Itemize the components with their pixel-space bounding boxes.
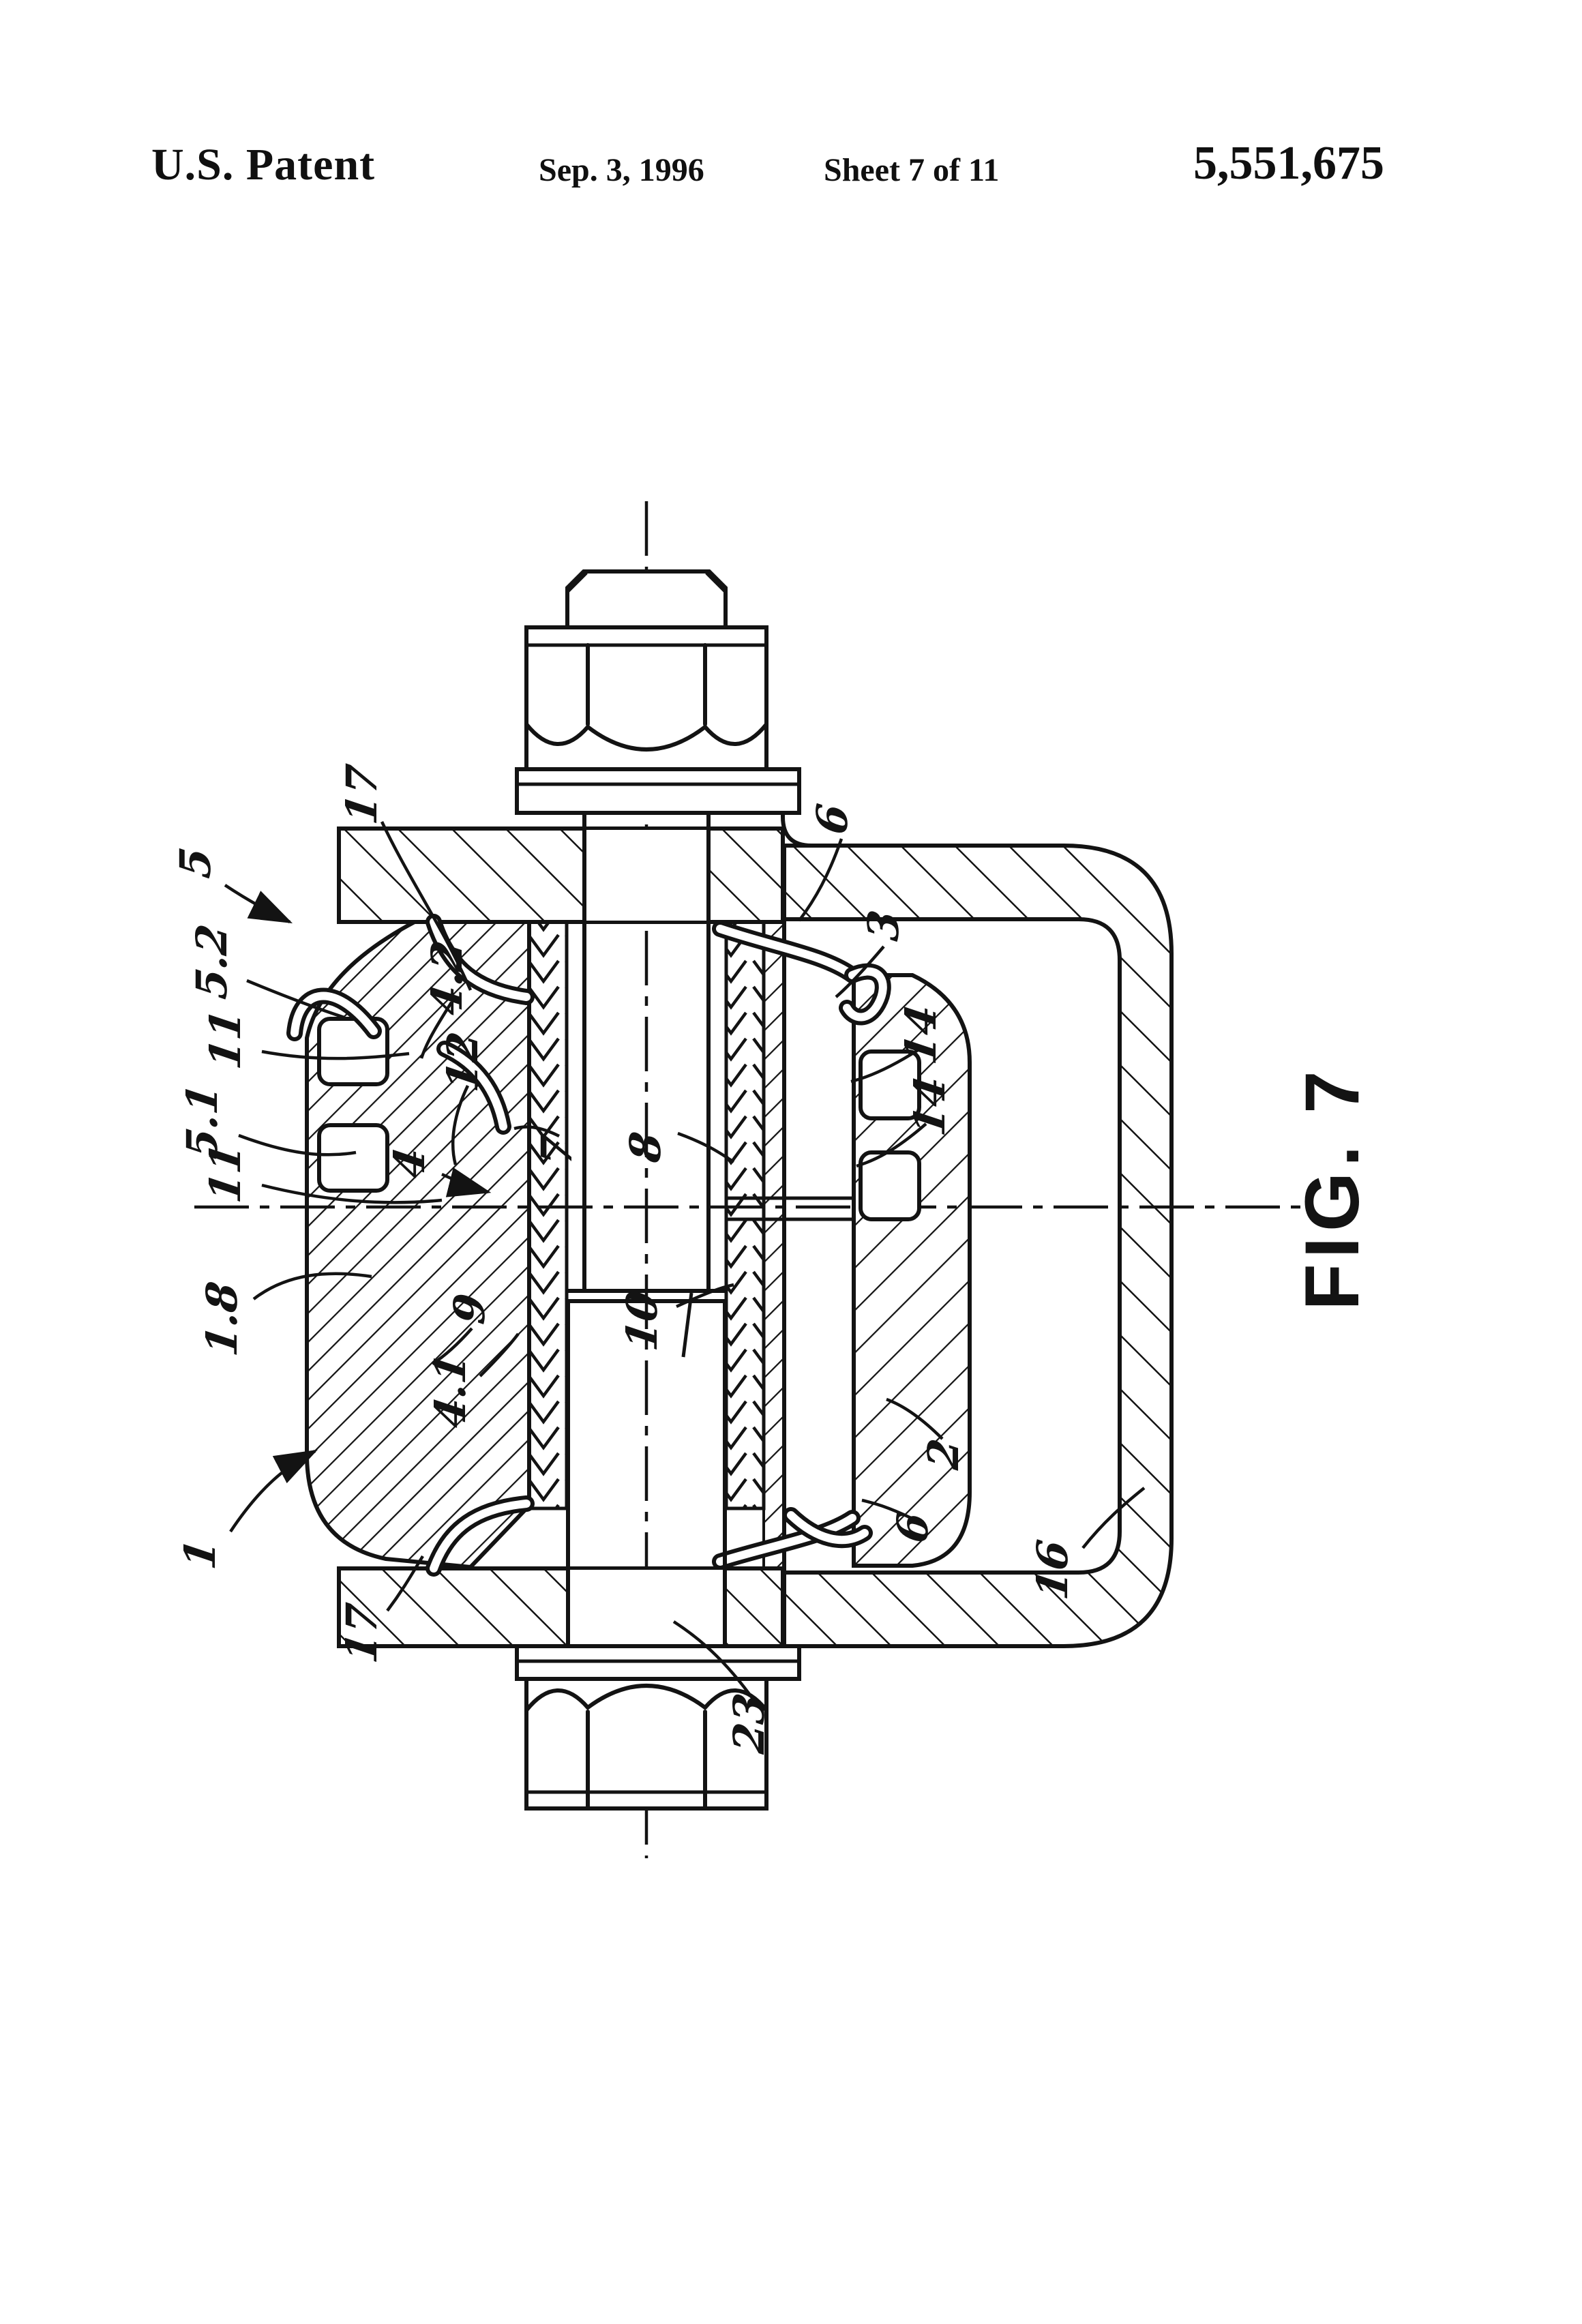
sheet-metal-6-bottom: [712, 1510, 861, 1570]
leader-14-upper: [850, 1049, 919, 1084]
leader-16: [1081, 1487, 1146, 1549]
bottom-curl-sheet: [783, 1507, 873, 1549]
ref-label-5: 5: [170, 844, 220, 880]
hex-nut-top: [524, 625, 768, 771]
leader-4-1: [479, 1332, 520, 1377]
ref-10-underline: [681, 1292, 693, 1358]
ref-label-23: 23: [724, 1690, 774, 1757]
leader-10: [676, 1283, 734, 1309]
sleeve-band-left: [527, 920, 569, 1510]
leader-8: [677, 1131, 735, 1163]
leader-11-lower: [261, 1183, 443, 1204]
ref-label-11-upper: 11: [200, 1007, 250, 1072]
ref-label-7: 7: [532, 1132, 582, 1168]
leader-4: [441, 1167, 492, 1197]
leader-6-top: [798, 838, 844, 922]
leader-12: [451, 1085, 470, 1165]
ref-label-9: 9: [445, 1290, 494, 1326]
ref-label-4-1: 4.1: [426, 1350, 475, 1431]
housing-outline: [782, 844, 1174, 1648]
flange-top-left: [337, 826, 785, 924]
leader-5: [224, 884, 293, 924]
ref-label-17-bottom: 17: [337, 1600, 387, 1666]
retainer-hook-3: [839, 963, 891, 1026]
hex-nut-bottom: [524, 1677, 768, 1811]
bolt-tip-chamfer-left: [566, 571, 588, 593]
patent-header-sheet: Sheet 7 of 11: [824, 152, 1000, 188]
fillet-top-right: [781, 811, 814, 848]
ref-label-11-lower: 11: [200, 1140, 250, 1206]
bolt-tip-chamfer-right: [705, 571, 727, 593]
ref-label-16: 16: [1028, 1537, 1077, 1603]
clip-5-2: [286, 987, 382, 1041]
ref-label-5-2: 5.2: [187, 921, 237, 1002]
spring-window-lower: [317, 1123, 389, 1193]
figure-caption: FIG. 7: [1289, 1065, 1375, 1310]
ref-label-14-upper: 14: [896, 1002, 946, 1067]
sleeve-band-right: [724, 920, 766, 1510]
ref-label-5-1: 5.1: [177, 1081, 227, 1161]
ref-label-10: 10: [617, 1288, 667, 1354]
ref-label-6-bottom: 6: [888, 1509, 938, 1545]
leader-3: [835, 945, 885, 998]
leader-4-2: [419, 1001, 453, 1059]
bolt-hole-top: [586, 830, 707, 921]
rubber-sliver-right: [762, 921, 786, 1570]
ref-label-1-8: 1.8: [197, 1279, 247, 1359]
patent-header-title: U.S. Patent: [151, 140, 376, 190]
leader-17-bottom: [386, 1555, 424, 1612]
leader-9: [431, 1327, 473, 1365]
patent-header-number: 5,551,675: [1193, 137, 1384, 190]
ref-label-6-top: 6: [807, 801, 857, 837]
rubber-block-right: [852, 973, 972, 1568]
bolt-hole-bottom: [569, 1570, 723, 1645]
leader-17-top: [380, 821, 473, 991]
leader-23: [672, 1620, 756, 1702]
washer-bottom: [515, 1644, 801, 1681]
leader-7: [513, 1125, 561, 1138]
patent-header-date: Sep. 3, 1996: [539, 152, 704, 188]
bolt-tip-top: [565, 569, 728, 629]
ref-label-17-top: 17: [337, 762, 387, 827]
ref-label-4: 4: [385, 1144, 434, 1180]
ref-label-8: 8: [621, 1129, 670, 1165]
ref-label-4-2: 4.2: [422, 938, 472, 1018]
ref-label-12: 12: [438, 1029, 488, 1094]
bolt-shaft: [566, 811, 852, 1648]
leader-11-upper: [261, 1049, 410, 1060]
sheet-metal-6-top: [712, 921, 861, 983]
sheet-metal-17-bottom: [426, 1495, 535, 1577]
leader-2: [886, 1397, 944, 1440]
ref-label-2: 2: [919, 1435, 968, 1472]
leader-1: [229, 1449, 318, 1533]
leader-5-1: [238, 1133, 357, 1157]
leader-14-lower: [856, 1122, 927, 1168]
ref-label-14-lower: 14: [905, 1073, 955, 1139]
leader-5-2: [246, 979, 345, 1019]
leader-lines: [224, 821, 1146, 1702]
sheet-metal-12: [436, 1041, 511, 1135]
leader-6-bottom: [861, 1498, 912, 1520]
ref-label-1: 1: [175, 1536, 225, 1572]
washer-top: [515, 767, 801, 815]
leader-1-8: [252, 1272, 372, 1300]
sheet-metal-17-top: [426, 914, 535, 1005]
ref-label-3: 3: [859, 907, 908, 943]
block-window-upper: [859, 1049, 921, 1120]
